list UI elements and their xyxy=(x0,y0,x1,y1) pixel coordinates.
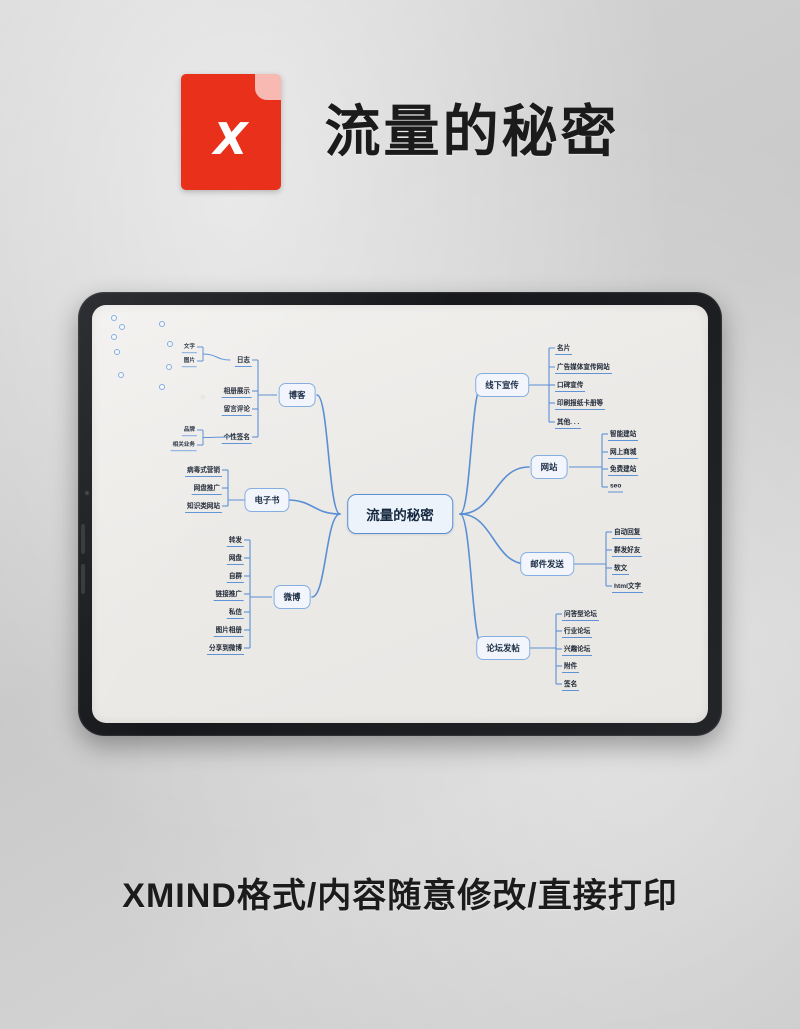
mindmap-child-node[interactable]: 图片相册 xyxy=(213,623,244,637)
mindmap-branch-7[interactable]: 微博 xyxy=(273,585,311,609)
poster-tagline: XMIND格式/内容随意修改/直接打印 xyxy=(122,877,678,915)
mindmap-collapse-dot[interactable] xyxy=(118,323,125,330)
mindmap-child-node[interactable]: 留言评论 xyxy=(221,402,252,416)
mindmap-collapse-dot[interactable] xyxy=(111,333,118,340)
mindmap-child-node[interactable]: html文字 xyxy=(611,579,644,593)
mindmap-child-node[interactable]: 签名 xyxy=(562,677,580,691)
mindmap-collapse-dot[interactable] xyxy=(166,340,173,347)
mindmap-child-node[interactable]: 链接推广 xyxy=(213,587,244,601)
mindmap-child-node[interactable]: 私信 xyxy=(226,605,244,619)
xmind-file-icon: X xyxy=(180,74,281,190)
mindmap-child-node[interactable]: 病毒式营销 xyxy=(185,463,222,477)
mindmap-collapse-dot[interactable] xyxy=(117,371,124,378)
mindmap-collapse-dot[interactable] xyxy=(111,315,118,322)
mindmap-collapse-dot[interactable] xyxy=(159,384,166,391)
mindmap-child-node[interactable]: 网盘 xyxy=(226,551,244,565)
mindmap-collapse-dot[interactable] xyxy=(159,321,166,328)
mindmap-child-node[interactable]: 日志 xyxy=(234,353,252,367)
mindmap-child-node[interactable]: 相册展示 xyxy=(221,384,252,398)
mindmap-child-node[interactable]: 名片 xyxy=(555,341,573,355)
mindmap-child-node[interactable]: seo xyxy=(608,482,624,493)
page-title: 流量的秘密 xyxy=(324,100,620,163)
mindmap-grandchild-node[interactable]: 品牌 xyxy=(181,424,197,436)
mindmap-branch-6[interactable]: 电子书 xyxy=(244,488,290,512)
mindmap-child-node[interactable]: 知识类网站 xyxy=(185,499,222,513)
mindmap-branch-4[interactable]: 论坛发帖 xyxy=(476,636,530,660)
mindmap-branch-2[interactable]: 网站 xyxy=(530,455,568,479)
tablet-volume-up-button[interactable] xyxy=(81,524,85,554)
mindmap-child-node[interactable]: 行业论坛 xyxy=(562,624,593,638)
mindmap-branch-3[interactable]: 邮件发送 xyxy=(520,552,574,576)
tablet-device: 流量的秘密 线下宣传 名片广告媒体宣传网站口碑宣传印刷报纸卡册等其他. . . 网站 智… xyxy=(78,292,722,736)
mindmap-child-node[interactable]: 网上商城 xyxy=(608,445,639,459)
mindmap-child-node[interactable]: 兴趣论坛 xyxy=(562,642,593,656)
mindmap-child-node[interactable]: 印刷报纸卡册等 xyxy=(555,396,606,410)
mindmap-child-node[interactable]: 附件 xyxy=(562,659,580,673)
mindmap-child-node[interactable]: 网盘推广 xyxy=(191,481,222,495)
mindmap-child-node[interactable]: 问答型论坛 xyxy=(562,607,599,621)
mindmap-grandchild-node[interactable]: 相关业务 xyxy=(170,439,197,451)
mindmap-child-node[interactable]: 群发好友 xyxy=(611,543,643,557)
mindmap-child-node[interactable]: 分享到微博 xyxy=(207,641,244,655)
poster-header: X 流量的秘密 xyxy=(0,62,800,202)
mindmap-grandchild-node[interactable]: 图片 xyxy=(181,355,197,367)
mindmap-child-node[interactable]: 广告媒体宣传网站 xyxy=(555,360,612,374)
mindmap-branch-1[interactable]: 线下宣传 xyxy=(475,373,529,397)
xmind-x-glyph: X xyxy=(213,114,248,165)
tablet-volume-down-button[interactable] xyxy=(81,564,85,594)
tablet-screen: 流量的秘密 线下宣传 名片广告媒体宣传网站口碑宣传印刷报纸卡册等其他. . . 网站 智… xyxy=(92,305,708,723)
mindmap-child-node[interactable]: 自动回复 xyxy=(611,525,643,539)
mindmap-child-node[interactable]: 转发 xyxy=(226,533,244,547)
tablet-camera-icon xyxy=(84,490,90,496)
mindmap-collapse-dot[interactable] xyxy=(113,348,120,355)
mindmap-child-node[interactable]: 智能建站 xyxy=(608,427,639,441)
mindmap-child-node[interactable]: 自群 xyxy=(226,569,244,583)
mindmap-child-node[interactable]: 其他. . . xyxy=(555,415,582,429)
mindmap-canvas[interactable]: 流量的秘密 线下宣传 名片广告媒体宣传网站口碑宣传印刷报纸卡册等其他. . . 网站 智… xyxy=(92,305,708,723)
file-icon-fold-corner xyxy=(254,74,281,100)
mindmap-collapse-dot[interactable] xyxy=(166,363,173,370)
mindmap-branch-5[interactable]: 博客 xyxy=(278,383,316,407)
mindmap-child-node[interactable]: 软文 xyxy=(611,561,630,575)
mindmap-root-node[interactable]: 流量的秘密 xyxy=(347,494,453,534)
mindmap-child-node[interactable]: 个性签名 xyxy=(221,430,252,444)
mindmap-grandchild-node[interactable]: 文字 xyxy=(181,341,197,353)
mindmap-child-node[interactable]: 免费建站 xyxy=(608,462,639,476)
mindmap-child-node[interactable]: 口碑宣传 xyxy=(555,378,586,392)
